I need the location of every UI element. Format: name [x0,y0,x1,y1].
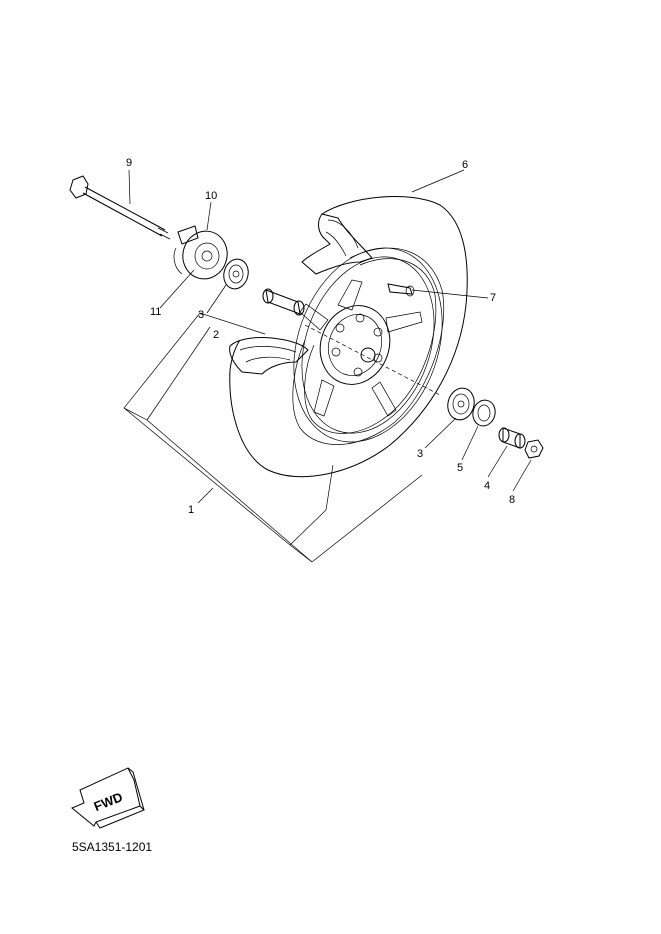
callout-2: 2 [213,329,219,341]
callout-9: 9 [126,157,132,169]
callout-labels: 1 2 3 3 4 5 6 7 8 9 10 11 [126,157,515,516]
callout-11: 11 [150,306,161,318]
callout-4: 4 [484,480,490,492]
tire-wheel [229,196,468,478]
spacer [262,288,305,316]
fwd-arrow-icon: FWD [71,767,145,829]
bearing-left [223,258,249,290]
callout-3-right: 3 [417,448,423,460]
callout-7: 7 [490,292,496,304]
collar [498,427,526,449]
axle-nut [524,439,544,459]
oil-seal [472,399,496,427]
callout-6: 6 [462,159,468,171]
axle [69,175,171,240]
bearing-right [447,387,475,421]
leader-lines [123,169,532,563]
callout-3-left: 3 [198,309,204,321]
fwd-label: FWD [92,789,125,814]
callout-1: 1 [188,504,194,516]
callout-8: 8 [509,494,515,506]
speedometer-gear-unit [173,225,228,280]
callout-10: 10 [205,190,217,202]
diagram-code: 5SA1351-1201 [72,840,152,854]
callout-5: 5 [457,462,463,474]
